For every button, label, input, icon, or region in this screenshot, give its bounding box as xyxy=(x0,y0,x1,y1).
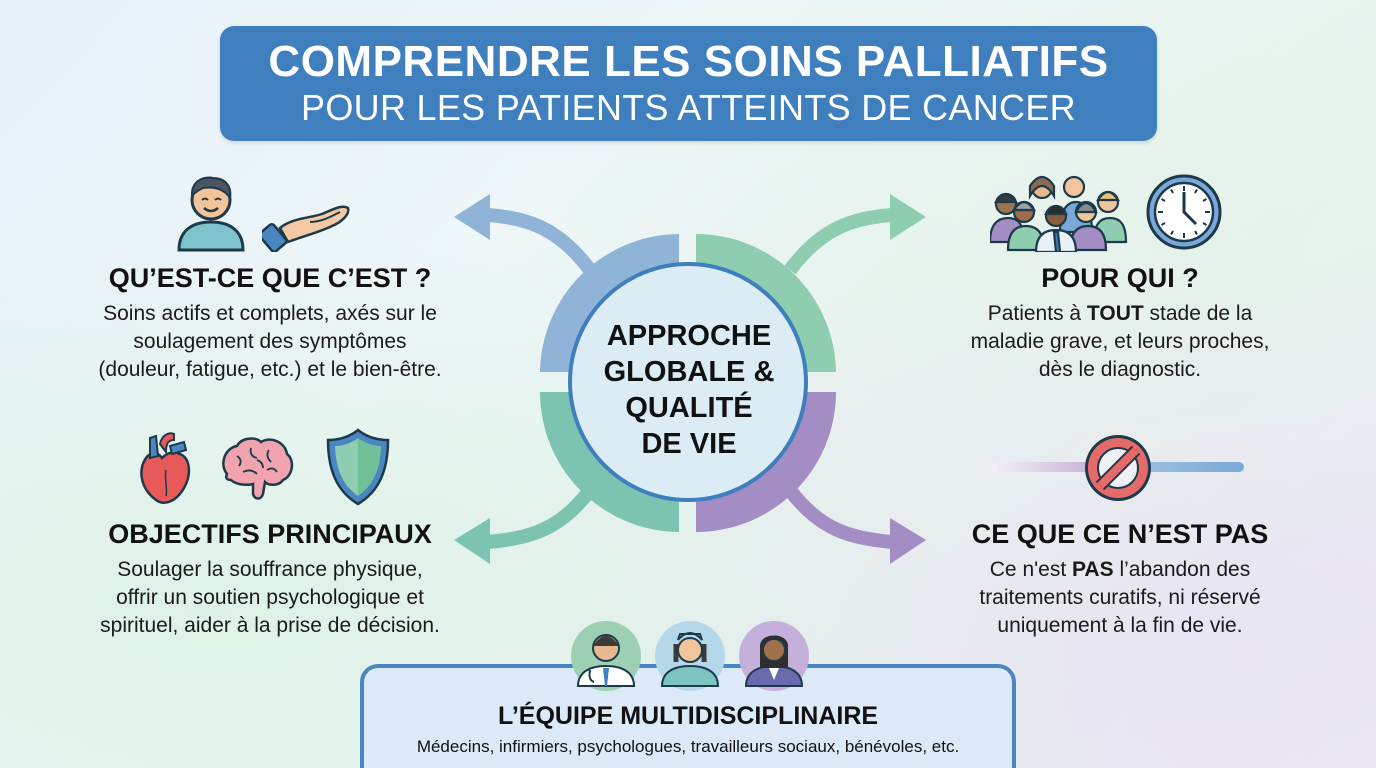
section-what-it-is-not: CE QUE CE N’EST PAS Ce n'est PAS l’aband… xyxy=(930,518,1310,640)
center-text: APPROCHE GLOBALE & QUALITÉ DE VIE xyxy=(575,318,803,462)
smiling-person-icon xyxy=(177,176,245,252)
section-main-objectives: OBJECTIFS PRINCIPAUX Soulager la souffra… xyxy=(50,518,490,640)
title-line-1: COMPRENDRE LES SOINS PALLIATIFS xyxy=(268,36,1109,86)
center-line-1: APPROCHE xyxy=(606,320,772,352)
brain-icon xyxy=(222,437,294,500)
section-text: Ce n'est PAS l’abandon des traitements c… xyxy=(979,558,1261,637)
group-of-people-icon xyxy=(990,175,1128,252)
section-what-is-it: QU’EST-CE QUE C’EST ? Soins actifs et co… xyxy=(50,262,490,384)
prohibited-icon xyxy=(992,435,1244,501)
section-heading: QU’EST-CE QUE C’EST ? xyxy=(108,263,432,293)
nurse-avatar xyxy=(655,621,725,691)
section-text: Soins actifs et complets, axés sur le so… xyxy=(98,302,442,381)
arrow-top-left xyxy=(454,194,596,275)
professional-avatar xyxy=(739,621,809,691)
title-banner: COMPRENDRE LES SOINS PALLIATIFS POUR LES… xyxy=(220,26,1157,141)
central-diagram xyxy=(454,194,926,564)
doctor-avatar xyxy=(571,621,641,691)
team-heading: L’ÉQUIPE MULTIDISCIPLINAIRE xyxy=(497,702,879,730)
arrow-bottom-left xyxy=(454,485,596,564)
section-text: Soulager la souffrance physique, offrir … xyxy=(100,558,440,637)
section-heading: POUR QUI ? xyxy=(1041,263,1199,293)
heart-icon xyxy=(140,432,191,504)
section-heading: OBJECTIFS PRINCIPAUX xyxy=(108,519,432,549)
center-line-4: DE VIE xyxy=(641,428,737,460)
clock-icon xyxy=(1146,174,1222,250)
center-circle xyxy=(568,262,808,502)
team-description: Médecins, infirmiers, psychologues, trav… xyxy=(416,737,960,756)
section-text: Patients à TOUT stade de la maladie grav… xyxy=(970,302,1270,381)
section-for-whom: POUR QUI ? Patients à TOUT stade de la m… xyxy=(930,262,1310,384)
section-heading: CE QUE CE N’EST PAS xyxy=(971,519,1269,549)
center-line-3: QUALITÉ xyxy=(625,392,753,424)
title-line-2: POUR LES PATIENTS ATTEINTS DE CANCER xyxy=(301,86,1076,128)
team-avatars xyxy=(571,621,809,691)
open-hand-icon xyxy=(262,205,350,252)
center-line-2: GLOBALE & xyxy=(603,356,775,388)
arrow-bottom-right xyxy=(784,485,926,564)
arrow-top-right xyxy=(784,194,926,275)
shield-icon xyxy=(326,428,390,506)
